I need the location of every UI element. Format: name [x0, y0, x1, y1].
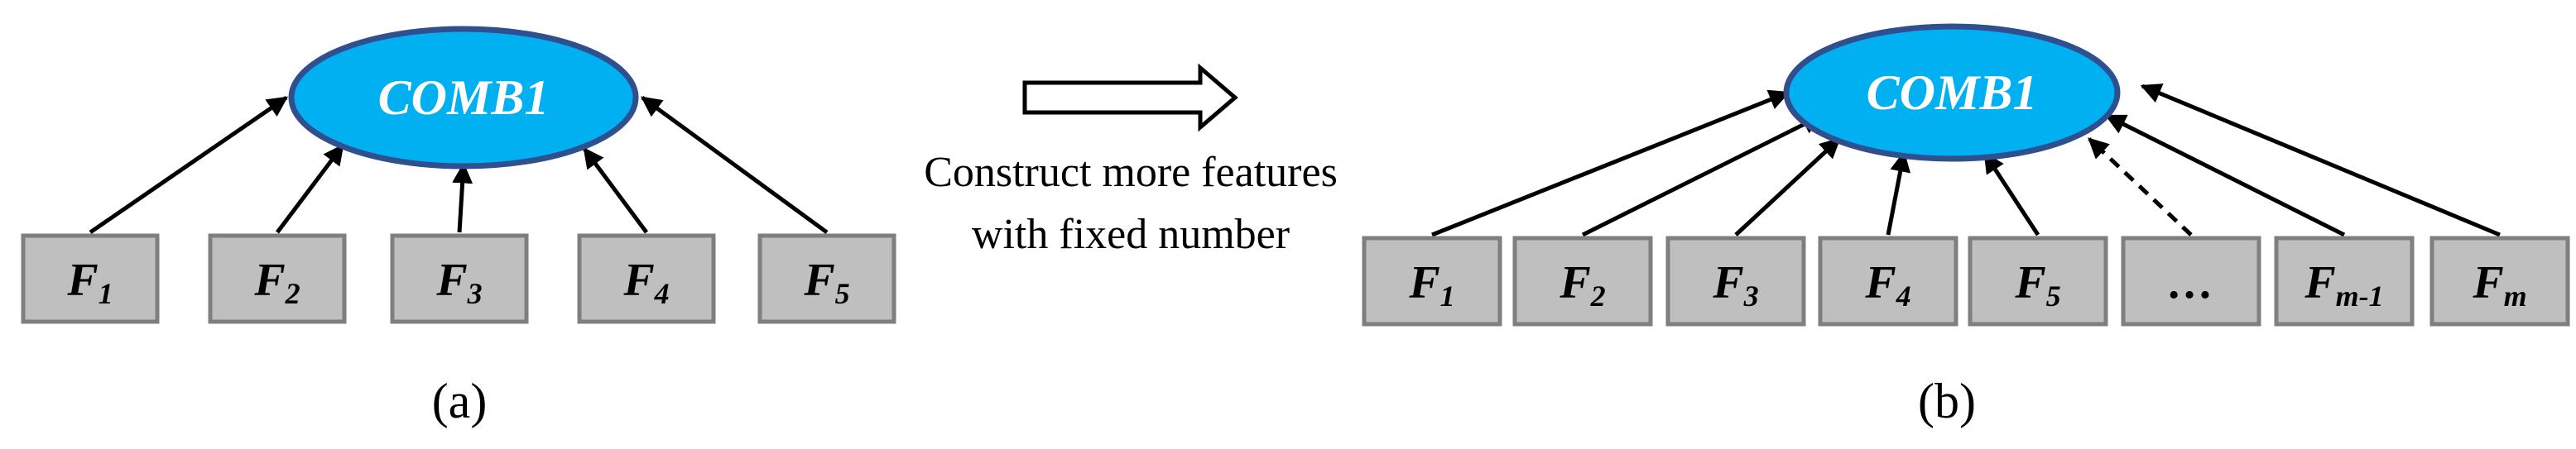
panel-a-combiner-label: COMB1: [378, 70, 550, 125]
feature-label: F4: [1864, 257, 1910, 313]
feature-label: F3: [1712, 257, 1758, 313]
panel-a-caption: (a): [432, 374, 488, 428]
feature-box: [2121, 236, 2261, 327]
feature-label-subscript: 3: [1743, 279, 1759, 313]
feature-node: F1: [1362, 236, 1502, 327]
edge-arrow: [276, 144, 344, 234]
feature-label-subscript: m-1: [2336, 279, 2384, 313]
feature-label-subscript: 1: [99, 277, 113, 310]
feature-label-subscript: 5: [2046, 279, 2061, 313]
feature-box: [1665, 236, 1806, 327]
feature-box: [208, 233, 347, 324]
feature-label-subscript: 2: [1590, 279, 1606, 313]
feature-label-base: F: [1408, 257, 1439, 308]
feature-node: Fm: [2429, 236, 2570, 327]
feature-label-base: F: [435, 255, 467, 306]
feature-label-base: F: [2472, 257, 2503, 308]
feature-box: [757, 233, 896, 324]
panel-b-combiner-node: COMB1: [1783, 23, 2121, 162]
feature-box: [390, 233, 529, 324]
feature-label-subscript: 1: [1440, 279, 1455, 313]
edge-arrow: [582, 146, 649, 234]
edge-arrow: [452, 162, 473, 233]
panel-b-combiner-label: COMB1: [1867, 65, 2038, 120]
edge-arrow: [2104, 113, 2346, 237]
panel-a-edges: [89, 95, 829, 235]
feature-label-base: F: [803, 255, 834, 306]
edge-arrow: [1734, 137, 1841, 236]
edge-arrow: [640, 95, 829, 235]
feature-box: [1968, 236, 2108, 327]
feature-label: F1: [1408, 257, 1454, 313]
feature-label: …: [2168, 257, 2214, 308]
feature-box: [2274, 236, 2415, 327]
panel-a-combiner-ellipse: [288, 26, 639, 170]
edge-arrow: [1886, 150, 1911, 236]
feature-label: Fm-1: [2304, 257, 2383, 313]
feature-label: F5: [2014, 257, 2060, 313]
feature-label: F3: [435, 255, 482, 310]
transition-line1: Construct more features: [924, 149, 1338, 196]
feature-box: [1818, 236, 1958, 327]
feature-node: F3: [390, 233, 529, 324]
feature-node: F2: [208, 233, 347, 324]
panel-b-caption: (b): [1918, 374, 1976, 428]
feature-node: F3: [1665, 236, 1806, 327]
edge-arrow: [1431, 89, 1790, 237]
feature-label-subscript: 4: [654, 277, 670, 310]
feature-box: [1362, 236, 1502, 327]
feature-node: F1: [21, 233, 160, 324]
feature-label: F1: [66, 255, 113, 310]
feature-node: F2: [1512, 236, 1653, 327]
feature-label-base: F: [1864, 257, 1896, 308]
feature-label: F2: [1559, 257, 1605, 313]
feature-label-base: F: [253, 255, 285, 306]
feature-box: [577, 233, 716, 324]
feature-node: Fm-1: [2274, 236, 2415, 327]
feature-label-subscript: 4: [1896, 279, 1911, 313]
feature-label-base: F: [66, 255, 98, 306]
feature-label-base: …: [2168, 257, 2214, 308]
feature-label: F4: [622, 255, 669, 310]
feature-label-base: F: [622, 255, 654, 306]
feature-node: F5: [1968, 236, 2108, 327]
feature-label-subscript: m: [2504, 279, 2527, 313]
transition-line2: with fixed number: [972, 211, 1290, 258]
feature-label-subscript: 3: [467, 277, 483, 310]
feature-label: F2: [253, 255, 300, 310]
feature-box: [21, 233, 160, 324]
feature-label-subscript: 2: [285, 277, 300, 310]
right-hollow-arrow-icon: [1022, 63, 1238, 132]
feature-label-base: F: [2014, 257, 2045, 308]
dashed-edge-arrow: [2088, 137, 2193, 236]
feature-node: …: [2121, 236, 2261, 327]
feature-node: F5: [757, 233, 896, 324]
feature-box: [2429, 236, 2570, 327]
feature-label-base: F: [1712, 257, 1743, 308]
feature-label: F5: [803, 255, 849, 310]
edge-arrow: [1982, 151, 2040, 236]
edge-arrow: [1581, 113, 1824, 237]
feature-label: Fm: [2472, 257, 2526, 313]
feature-label-base: F: [1559, 257, 1590, 308]
panel-b-edges: [1431, 84, 2501, 237]
panel-a-combiner-node: COMB1: [288, 26, 639, 170]
edge-arrow: [2140, 84, 2501, 237]
feature-node: F4: [1818, 236, 1958, 327]
feature-label-subscript: 5: [835, 277, 850, 310]
edge-arrow: [89, 95, 289, 235]
transition: Construct more features with fixed numbe…: [924, 63, 1338, 258]
feature-label-base: F: [2304, 257, 2335, 308]
feature-box: [1512, 236, 1653, 327]
feature-node: F4: [577, 233, 716, 324]
panel-b-combiner-ellipse: [1783, 23, 2121, 162]
